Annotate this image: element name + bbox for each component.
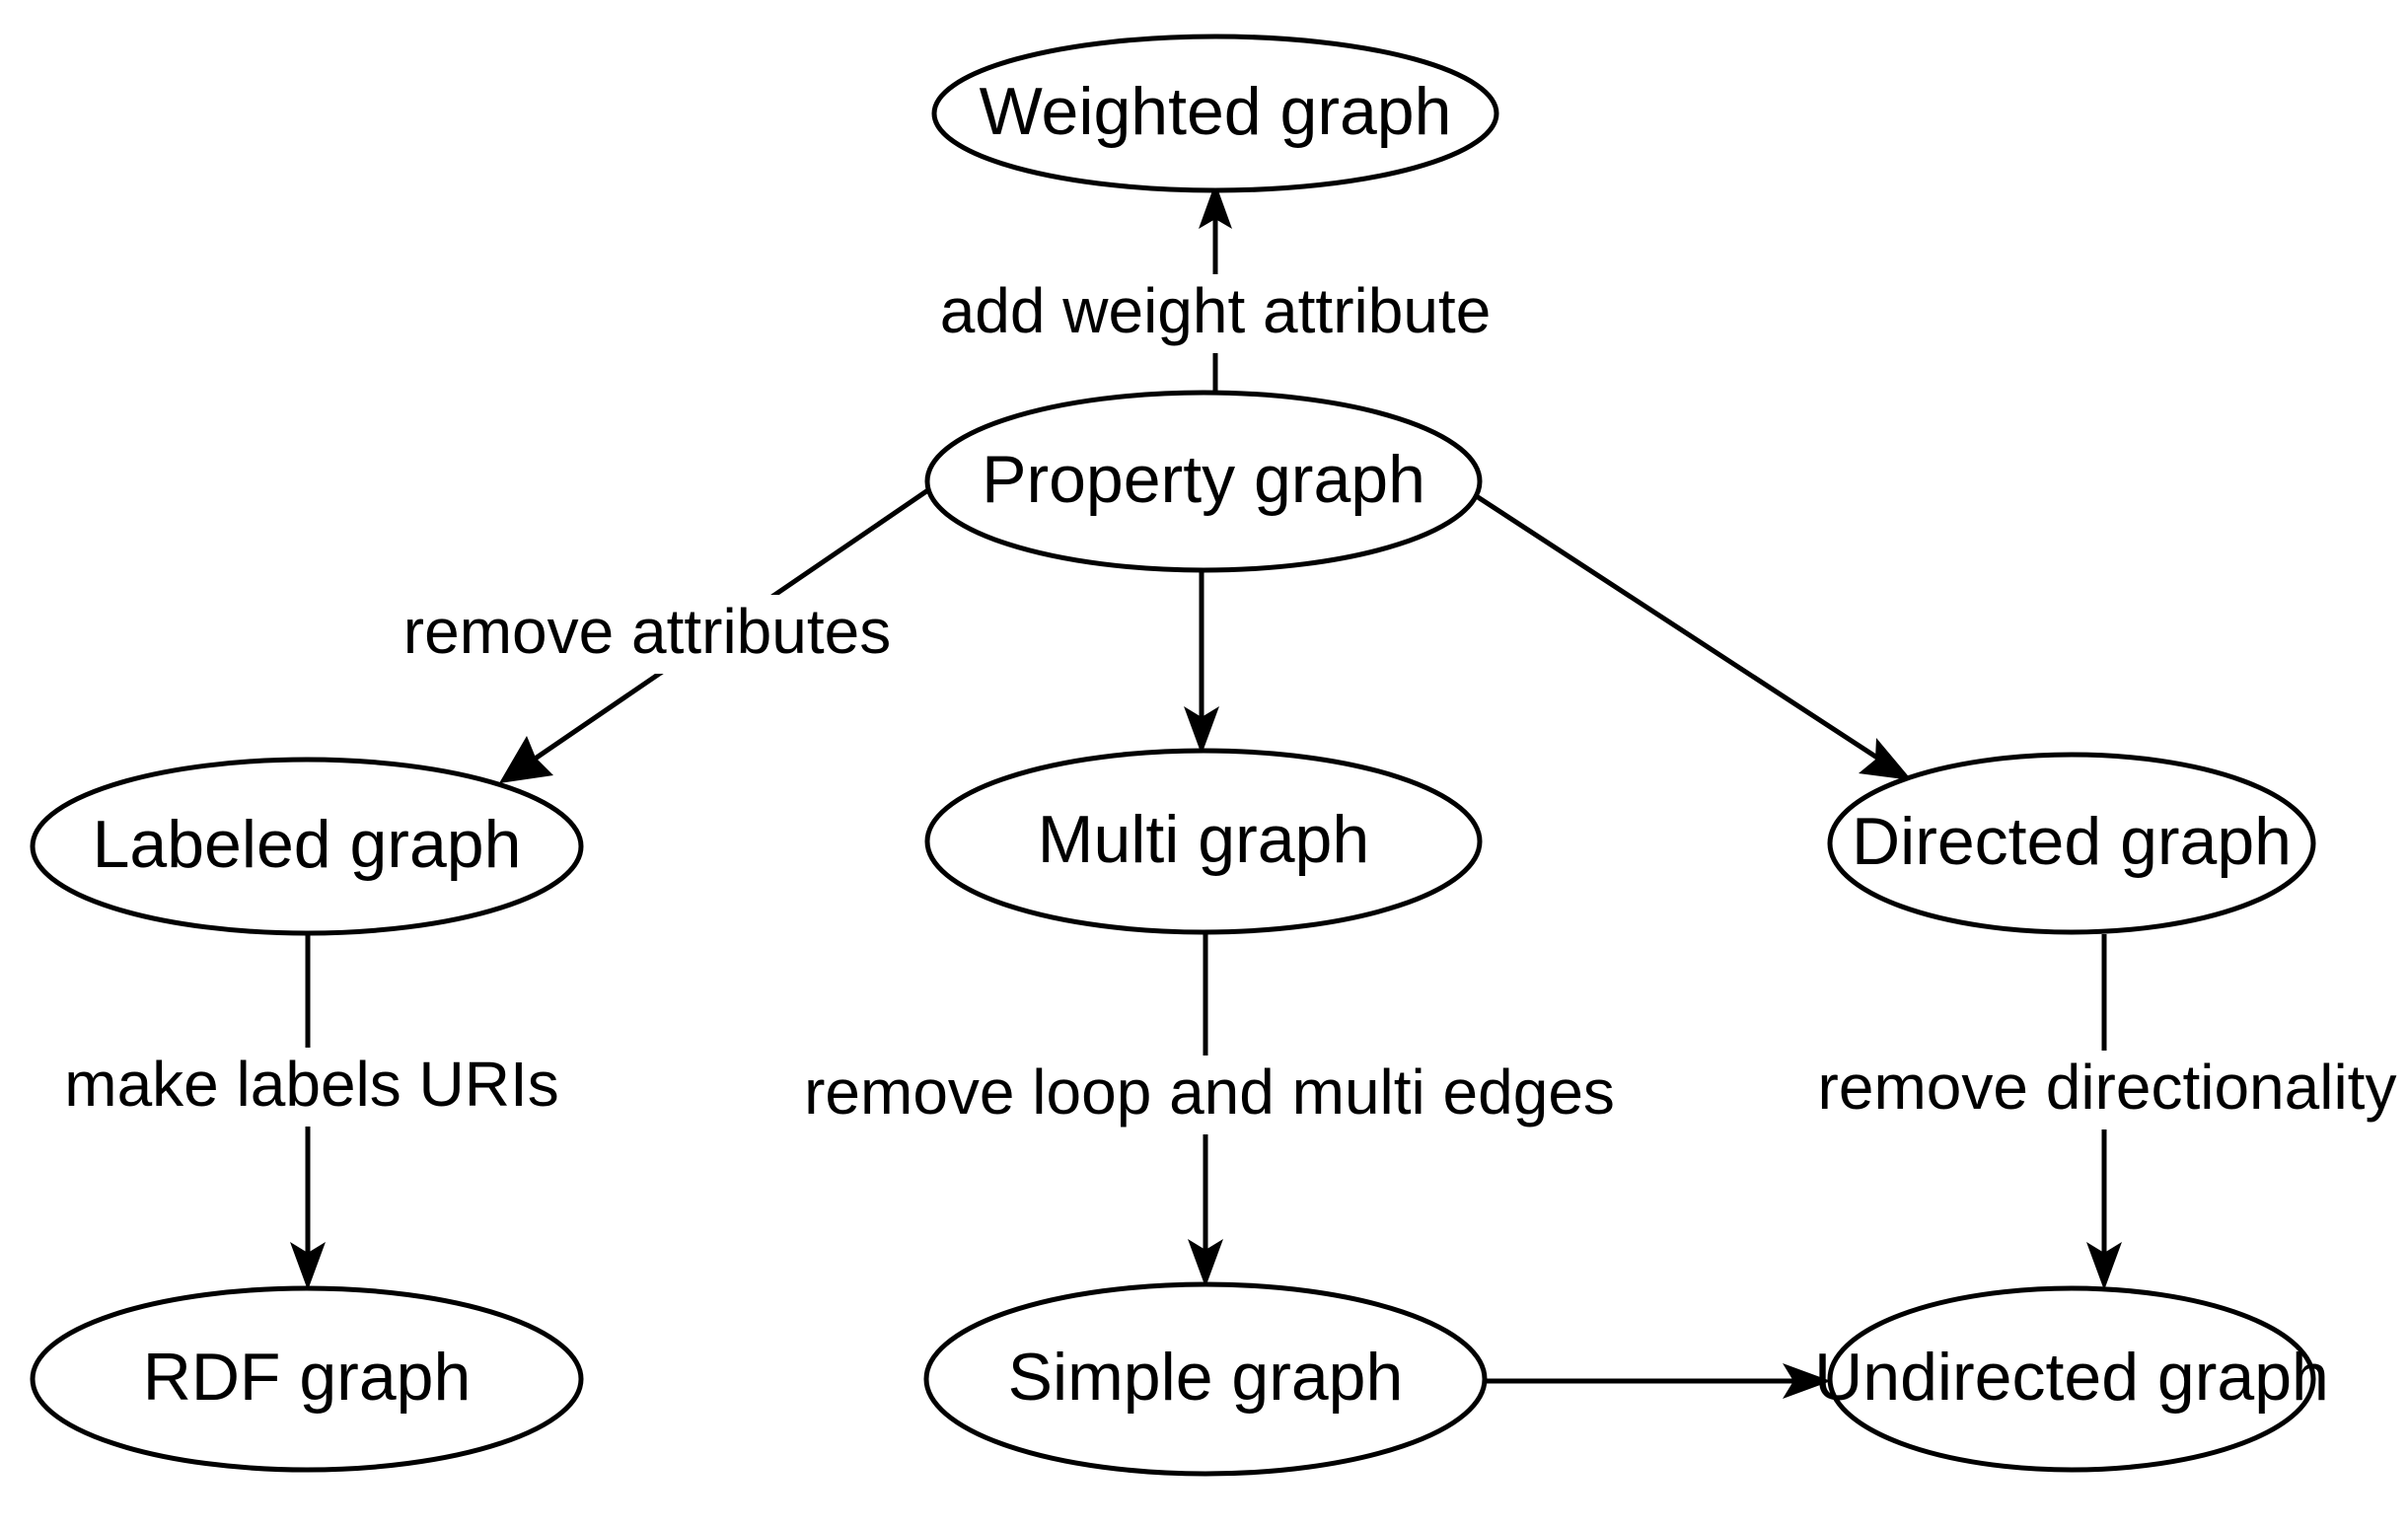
edge-label-text: make labels URIs: [64, 1049, 559, 1120]
node-ellipse: [1827, 752, 2316, 935]
node-labeled-graph[interactable]: Labeled graph: [30, 757, 584, 936]
edge-property-to-multi[interactable]: [1184, 570, 1219, 755]
edge-label-add-weight-attribute: add weight attribute: [868, 274, 1565, 353]
node-ellipse: [924, 748, 1483, 935]
node-ellipse: [30, 757, 584, 936]
label-backdrop: [868, 274, 1565, 353]
arrow-head-icon: [290, 1242, 326, 1290]
node-ellipse: [931, 34, 1499, 193]
edge-label-text: remove directionality: [1818, 1052, 2397, 1123]
arrow-head-icon: [1199, 182, 1232, 229]
node-label-text: Simple graph: [1008, 1340, 1404, 1415]
label-backdrop: [61, 1048, 560, 1127]
arrow-head-icon: [1184, 706, 1219, 755]
arrow-head-icon: [499, 736, 553, 783]
node-label-text: Weighted graph: [980, 74, 1452, 149]
node-label-text: Multi graph: [1038, 802, 1369, 877]
label-backdrop: [771, 1055, 1649, 1134]
edge-label-text: remove attributes: [403, 596, 891, 667]
edge-label-text: remove loop and multi edges: [804, 1056, 1615, 1128]
node-label-text: RDF graph: [143, 1340, 472, 1415]
node-simple-graph[interactable]: Simple graph: [923, 1281, 1488, 1477]
edge-label-text: add weight attribute: [940, 275, 1492, 346]
edge-label-remove-attributes: remove attributes: [403, 595, 891, 674]
edge-label-make-labels-uris: make labels URIs: [61, 1048, 560, 1127]
node-multi-graph[interactable]: Multi graph: [924, 748, 1483, 935]
arrow-head-icon: [1859, 738, 1912, 780]
node-undirected-graph[interactable]: Undirected graph: [1814, 1285, 2329, 1473]
edge-label-remove-directionality: remove directionality: [1797, 1051, 2408, 1129]
node-label-text: Labeled graph: [93, 807, 522, 882]
edge-labels-layer: add weight attribute remove attributes m…: [61, 274, 2408, 1134]
edge-simple-to-undirected[interactable]: [1480, 1363, 1831, 1399]
arrow-head-icon: [2086, 1242, 2122, 1290]
edge-line: [1470, 490, 1882, 763]
arrow-head-icon: [1188, 1239, 1223, 1287]
node-ellipse: [1827, 1285, 2316, 1473]
node-label-text: Property graph: [982, 442, 1425, 517]
arrow-head-icon: [1783, 1363, 1831, 1399]
edge-property-to-directed[interactable]: [1470, 490, 1912, 780]
node-property-graph[interactable]: Property graph: [924, 390, 1483, 573]
node-weighted-graph[interactable]: Weighted graph: [931, 34, 1499, 193]
node-label-text: Directed graph: [1852, 804, 2292, 879]
node-ellipse: [30, 1285, 584, 1473]
node-label-text: Undirected graph: [1814, 1340, 2329, 1415]
nodes-layer: Weighted graph Property graph Labeled gr…: [30, 34, 2329, 1477]
label-backdrop: [1797, 1051, 2408, 1129]
edge-label-remove-loop-and-multi-edges: remove loop and multi edges: [771, 1055, 1649, 1134]
label-backdrop: [452, 595, 846, 674]
node-rdf-graph[interactable]: RDF graph: [30, 1285, 584, 1473]
node-directed-graph[interactable]: Directed graph: [1827, 752, 2316, 935]
node-ellipse: [924, 390, 1483, 573]
node-ellipse: [923, 1281, 1488, 1477]
